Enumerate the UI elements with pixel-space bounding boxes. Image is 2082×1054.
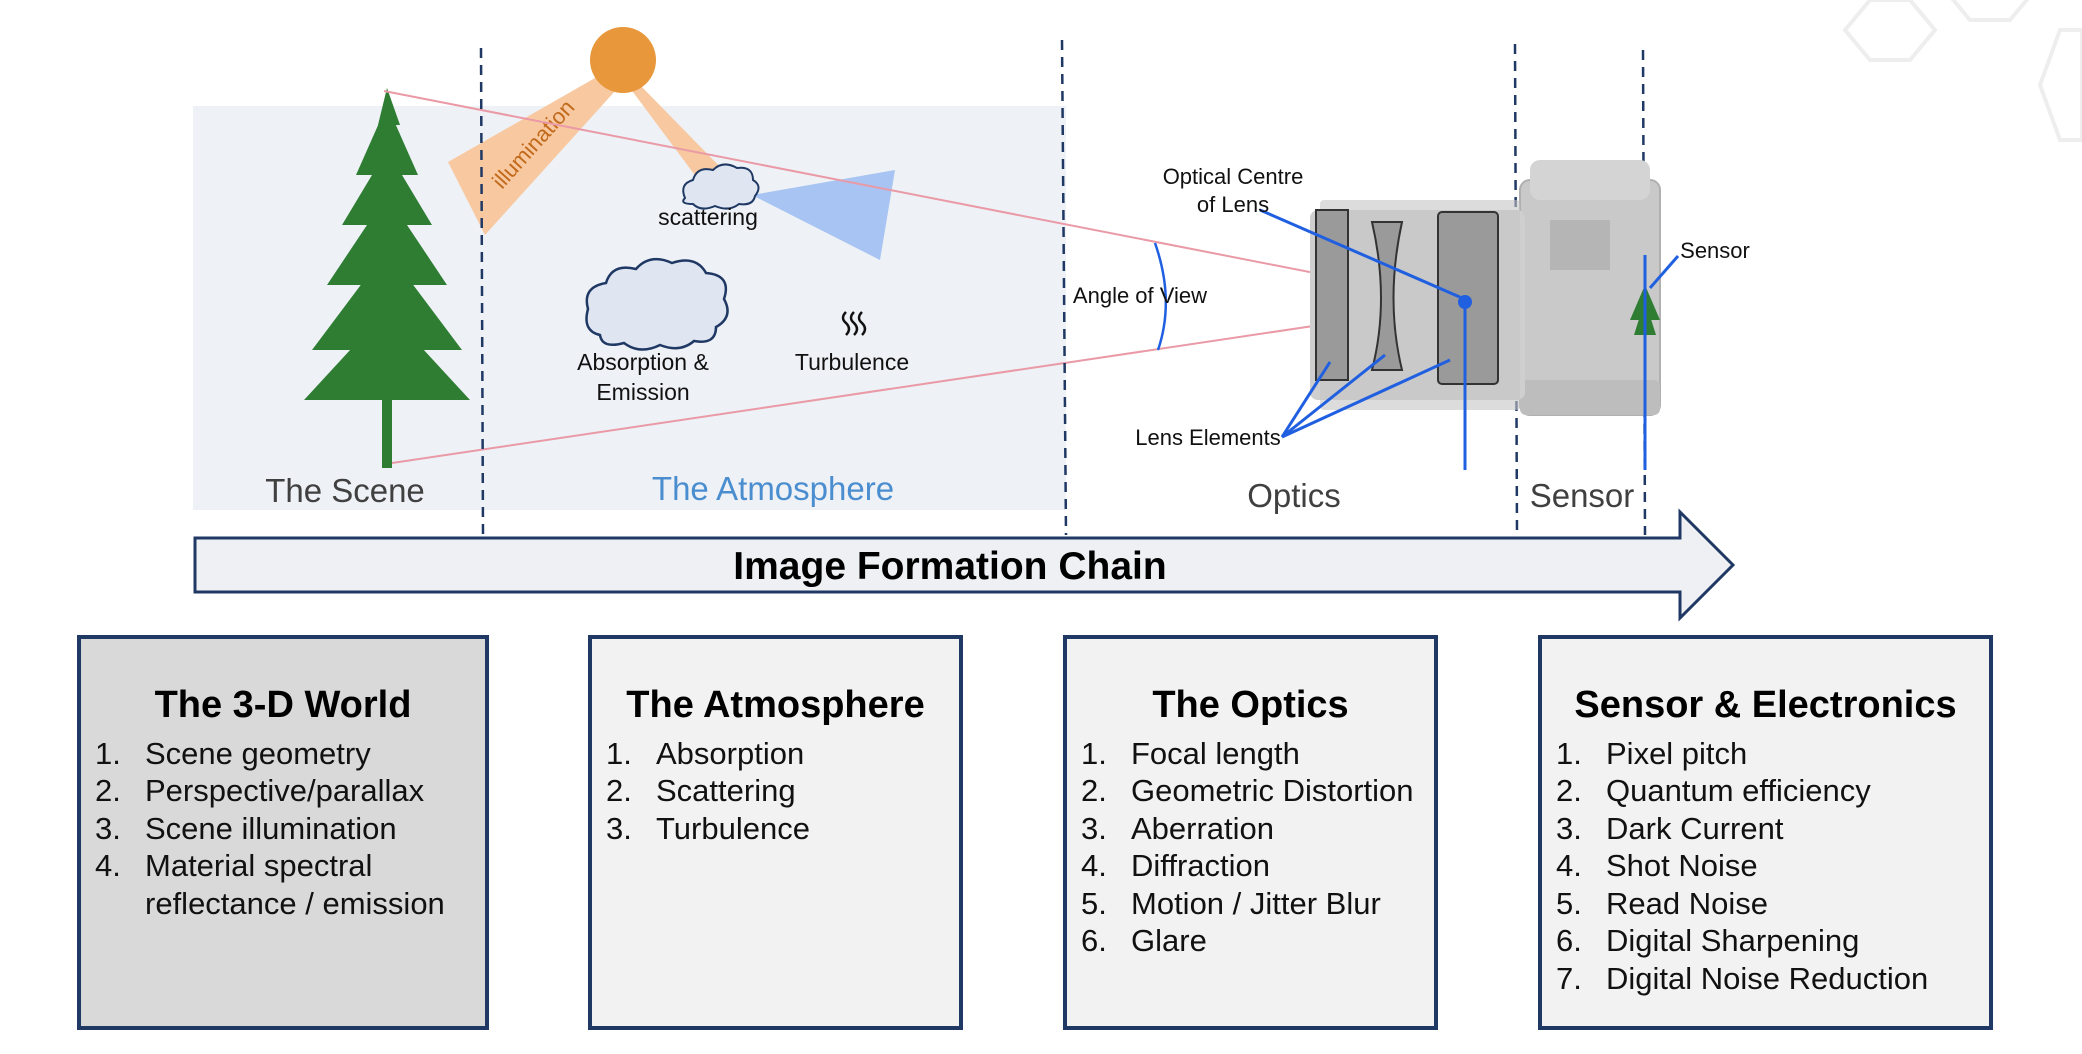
- list-item: 4.Diffraction: [1081, 848, 1270, 884]
- box-sensor-electronics-list: 1.Pixel pitch 2.Quantum efficiency 3.Dar…: [1556, 735, 1989, 998]
- angle-of-view-arc: [1153, 242, 1168, 351]
- list-item: 2.Geometric Distortion: [1081, 773, 1414, 809]
- turbulence-label: Turbulence: [795, 349, 909, 375]
- list-item: 6.Glare: [1081, 923, 1207, 959]
- box-atmosphere-list: 1.Absorption 2.Scattering 3.Turbulence: [606, 735, 959, 848]
- box-3d-world: The 3-D World 1.Scene geometry 2.Perspec…: [77, 635, 489, 1030]
- list-item: 1.Focal length: [1081, 735, 1300, 771]
- list-item: 4.Material spectral reflectance / emissi…: [95, 848, 445, 921]
- angle-of-view-label: Angle of View: [1073, 283, 1207, 308]
- list-item: 5.Read Noise: [1556, 885, 1768, 921]
- box-sensor-electronics-title: Sensor & Electronics: [1574, 684, 1957, 726]
- list-item: 3.Turbulence: [606, 810, 810, 846]
- absorption-cloud-icon: [585, 257, 729, 351]
- list-item: 1.Absorption: [606, 735, 805, 771]
- list-item: 3.Dark Current: [1556, 810, 1784, 846]
- sun-icon: [590, 27, 656, 93]
- list-item: 3.Scene illumination: [95, 810, 397, 846]
- turbulence-icon: [841, 311, 867, 336]
- box-optics-list: 1.Focal length 2.Geometric Distortion 3.…: [1081, 735, 1434, 960]
- scatter-beam-source: [618, 72, 728, 182]
- list-item: 2.Perspective/parallax: [95, 773, 425, 809]
- sensor-callout-label: Sensor: [1680, 238, 1750, 263]
- scattering-label: scattering: [658, 204, 758, 230]
- lens-elements-label: Lens Elements: [1135, 425, 1281, 450]
- list-item: 1.Scene geometry: [95, 735, 371, 771]
- box-atmosphere-title: The Atmosphere: [626, 684, 925, 726]
- tree-icon: [304, 88, 470, 468]
- optical-centre-label-line2: of Lens: [1197, 192, 1269, 217]
- sensor-label: Sensor: [1530, 477, 1635, 514]
- sensor-marker: [1643, 255, 1680, 470]
- scattering-cloud-icon: [682, 163, 760, 210]
- list-item: 7.Digital Noise Reduction: [1556, 960, 1929, 996]
- illumination-beam: [448, 78, 625, 235]
- list-item: 3.Aberration: [1081, 810, 1275, 846]
- list-item: 4.Shot Noise: [1556, 848, 1758, 884]
- box-sensor-electronics: Sensor & Electronics 1.Pixel pitch 2.Qua…: [1538, 635, 1993, 1030]
- list-item: 6.Digital Sharpening: [1556, 923, 1860, 959]
- decorative-hexagons: [1842, 0, 2082, 142]
- optical-centre-marker: [1259, 208, 1467, 470]
- list-item: 2.Quantum efficiency: [1556, 773, 1871, 809]
- lens-elements-callouts: [1280, 353, 1451, 439]
- image-formation-chain-title: Image Formation Chain: [733, 545, 1166, 588]
- box-atmosphere: The Atmosphere 1.Absorption 2.Scattering…: [588, 635, 963, 1030]
- atmosphere-label: The Atmosphere: [652, 470, 894, 507]
- absorption-label-line1: Absorption &: [577, 349, 709, 375]
- absorption-label-line2: Emission: [596, 379, 689, 405]
- box-optics: The Optics 1.Focal length 2.Geometric Di…: [1063, 635, 1438, 1030]
- optical-centre-dot: [1458, 295, 1472, 309]
- list-item: 5.Motion / Jitter Blur: [1081, 885, 1381, 921]
- box-3d-world-title: The 3-D World: [154, 684, 412, 726]
- scatter-beam: [752, 170, 895, 260]
- list-item: 1.Pixel pitch: [1556, 735, 1748, 771]
- scene-label: The Scene: [265, 472, 425, 509]
- optical-centre-label-line1: Optical Centre: [1163, 164, 1304, 189]
- box-3d-world-list: 1.Scene geometry 2.Perspective/parallax …: [95, 735, 485, 923]
- image-formation-chain-arrow: [193, 508, 1736, 622]
- optics-label: Optics: [1247, 477, 1341, 514]
- box-optics-title: The Optics: [1152, 684, 1349, 726]
- list-item: 2.Scattering: [606, 773, 796, 809]
